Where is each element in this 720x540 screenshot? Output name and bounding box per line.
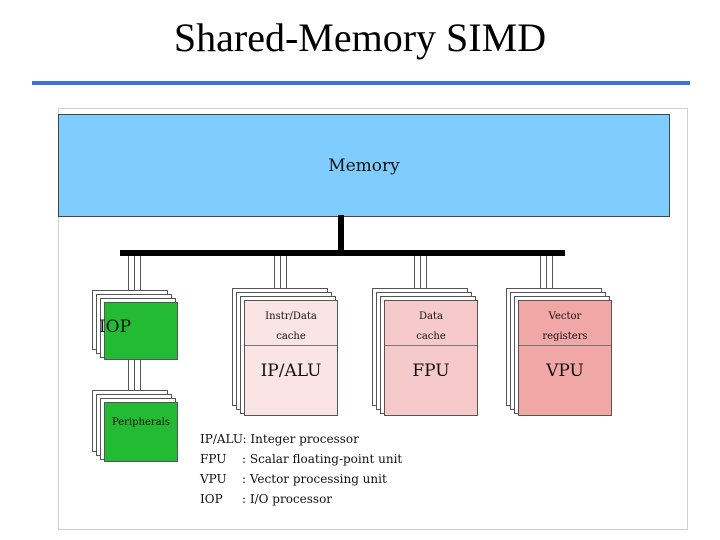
legend-row: IOP : I/O processor bbox=[200, 489, 402, 509]
legend-desc: : Scalar floating-point unit bbox=[242, 452, 403, 466]
memory-block: Memory bbox=[58, 114, 670, 217]
ipalu-block: Instr/Data cache IP/ALU bbox=[232, 288, 338, 416]
iop-label: IOP bbox=[98, 317, 132, 337]
legend-desc: Integer processor bbox=[250, 432, 359, 446]
legend-abbr: IP/ALU: bbox=[200, 432, 247, 446]
connector-iop bbox=[134, 256, 135, 300]
legend-desc: : Vector processing unit bbox=[242, 472, 387, 486]
memory-bus-vertical bbox=[338, 215, 344, 250]
connector-iop-peripherals bbox=[128, 360, 129, 402]
connector-ipalu bbox=[274, 256, 275, 300]
fpu-cache-label-line2: cache bbox=[416, 331, 446, 342]
ipalu-cache-label-line2: cache bbox=[276, 331, 306, 342]
legend: IP/ALU: Integer processor FPU : Scalar fl… bbox=[200, 429, 402, 509]
legend-abbr: VPU bbox=[200, 472, 227, 486]
legend-row: FPU : Scalar floating-point unit bbox=[200, 449, 402, 469]
vpu-cache-label-line2: registers bbox=[542, 331, 588, 342]
legend-row: IP/ALU: Integer processor bbox=[200, 429, 402, 449]
connector-iop-peripherals bbox=[140, 360, 141, 402]
fpu-block: Data cache FPU bbox=[372, 288, 478, 416]
fpu-unit-label: FPU bbox=[412, 361, 450, 381]
iop-block: IOP bbox=[92, 290, 178, 360]
peripherals-block: Peripherals bbox=[92, 390, 178, 462]
slide-title: Shared-Memory SIMD bbox=[173, 15, 547, 60]
connector-iop bbox=[128, 256, 129, 300]
connector-ipalu bbox=[280, 256, 281, 300]
memory-bus-horizontal bbox=[120, 250, 565, 256]
ipalu-cache-label-line1: Instr/Data bbox=[265, 311, 317, 322]
connector-vpu bbox=[540, 256, 541, 300]
vpu-block: Vector registers VPU bbox=[506, 288, 612, 416]
connector-vpu bbox=[546, 256, 547, 300]
connector-vpu bbox=[552, 256, 553, 300]
title-underline bbox=[32, 81, 690, 85]
connector-iop-peripherals bbox=[134, 360, 135, 402]
legend-desc: : I/O processor bbox=[242, 492, 333, 506]
peripherals-label: Peripherals bbox=[111, 417, 170, 428]
legend-abbr: IOP bbox=[200, 492, 223, 506]
connector-fpu bbox=[426, 256, 427, 300]
legend-row: VPU : Vector processing unit bbox=[200, 469, 402, 489]
connector-iop bbox=[140, 256, 141, 300]
ipalu-unit-label: IP/ALU bbox=[260, 361, 322, 381]
vpu-unit-label: VPU bbox=[546, 361, 584, 381]
legend-abbr: FPU bbox=[200, 452, 227, 466]
memory-label: Memory bbox=[328, 155, 400, 176]
connector-fpu bbox=[414, 256, 415, 300]
connector-ipalu bbox=[286, 256, 287, 300]
connector-fpu bbox=[420, 256, 421, 300]
fpu-cache-label-line1: Data bbox=[419, 311, 443, 322]
vpu-cache-label-line1: Vector bbox=[548, 311, 582, 322]
